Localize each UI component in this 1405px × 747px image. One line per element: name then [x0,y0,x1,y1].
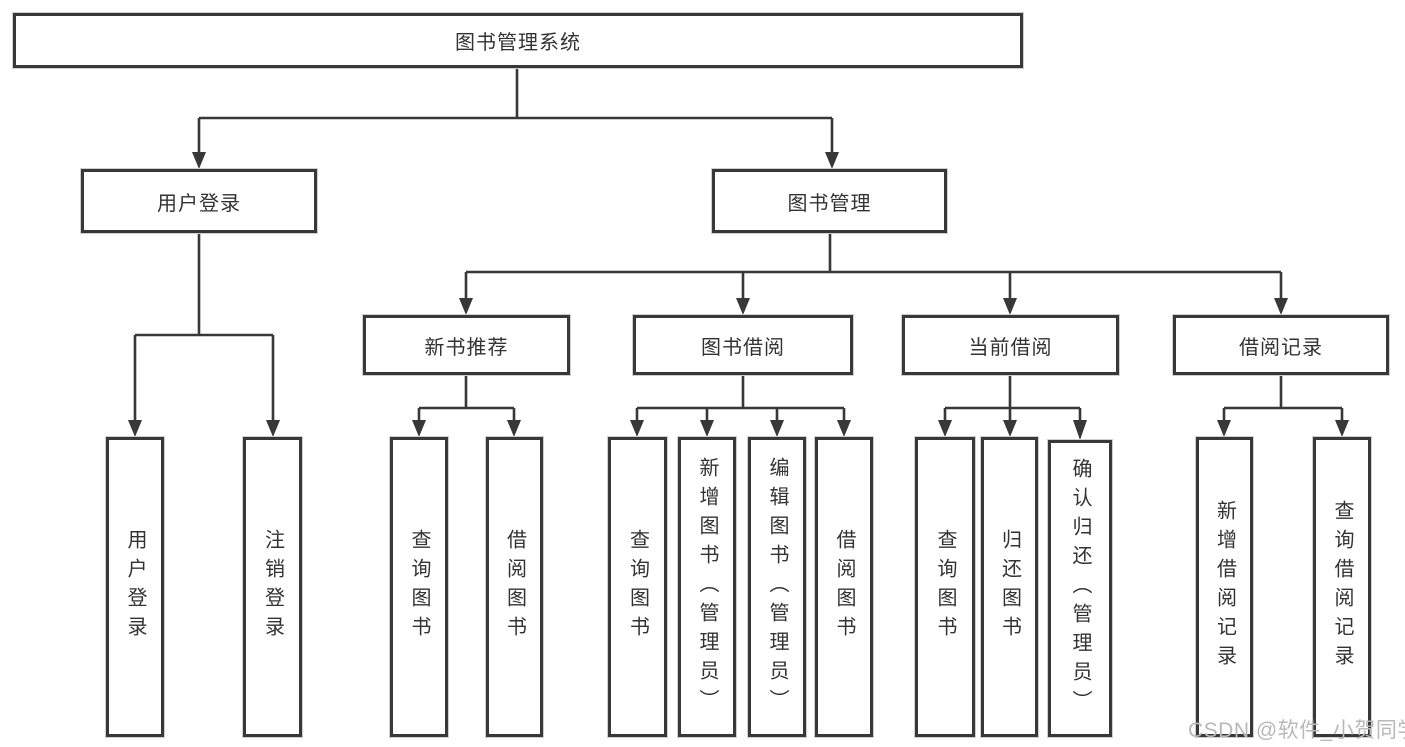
root-node-library-system: 图书管理系统 [13,13,1023,68]
leaf-records-add-record-label: 新增借阅记录 [1213,500,1236,674]
group-current-borrowing-label: 当前借阅 [968,336,1053,359]
leaf-borrowing-borrow-books-label: 借阅图书 [833,529,855,645]
group-borrowing-records-label: 借阅记录 [1239,336,1323,359]
branch-user-login-label: 用户登录 [157,192,241,215]
leaf-current-query-books-label: 查询图书 [934,529,956,645]
leaf-user-login-label: 用户登录 [124,529,146,645]
leaf-current-confirm-return-admin-label: 确认归还（管理员） [1069,458,1091,719]
leaf-records-query-record-label: 查询借阅记录 [1331,500,1353,674]
leaf-current-query-books: 查询图书 [915,437,975,737]
leaf-borrowing-edit-books-admin: 编辑图书（管理员） [748,437,806,737]
branch-user-login: 用户登录 [81,169,317,233]
csdn-watermark: CSDN @软件_小贺同学 [1188,719,1405,742]
leaf-current-return-books: 归还图书 [981,437,1038,737]
branch-book-management: 图书管理 [712,169,947,233]
leaf-current-confirm-return-admin: 确认归还（管理员） [1048,440,1112,737]
group-new-book-recommendation: 新书推荐 [363,315,570,375]
leaf-current-return-books-label: 归还图书 [998,529,1021,645]
leaf-borrowing-add-books-admin: 新增图书（管理员） [678,437,736,737]
leaf-newbook-query-books: 查询图书 [390,437,448,737]
leaf-newbook-borrow-books-label: 借阅图书 [503,529,526,645]
leaf-borrowing-edit-books-admin-label: 编辑图书（管理员） [766,456,788,718]
root-node-label: 图书管理系统 [455,32,581,54]
group-borrowing-records: 借阅记录 [1173,315,1389,375]
leaf-logout-label: 注销登录 [261,529,284,645]
leaf-borrowing-query-books: 查询图书 [608,437,667,737]
group-current-borrowing: 当前借阅 [902,315,1119,375]
leaf-records-query-record: 查询借阅记录 [1313,437,1371,737]
branch-book-management-label: 图书管理 [787,192,872,215]
leaf-borrowing-query-books-label: 查询图书 [626,529,649,645]
leaf-records-add-record: 新增借阅记录 [1196,437,1253,737]
leaf-newbook-query-books-label: 查询图书 [408,529,430,645]
leaf-user-login: 用户登录 [106,437,164,737]
leaf-borrowing-add-books-admin-label: 新增图书（管理员） [696,456,718,718]
leaf-newbook-borrow-books: 借阅图书 [486,437,543,737]
group-book-borrowing: 图书借阅 [633,315,853,375]
leaf-logout: 注销登录 [243,437,302,737]
leaf-borrowing-borrow-books: 借阅图书 [815,437,873,737]
group-book-borrowing-label: 图书借阅 [701,336,785,359]
group-new-book-recommendation-label: 新书推荐 [424,336,509,359]
